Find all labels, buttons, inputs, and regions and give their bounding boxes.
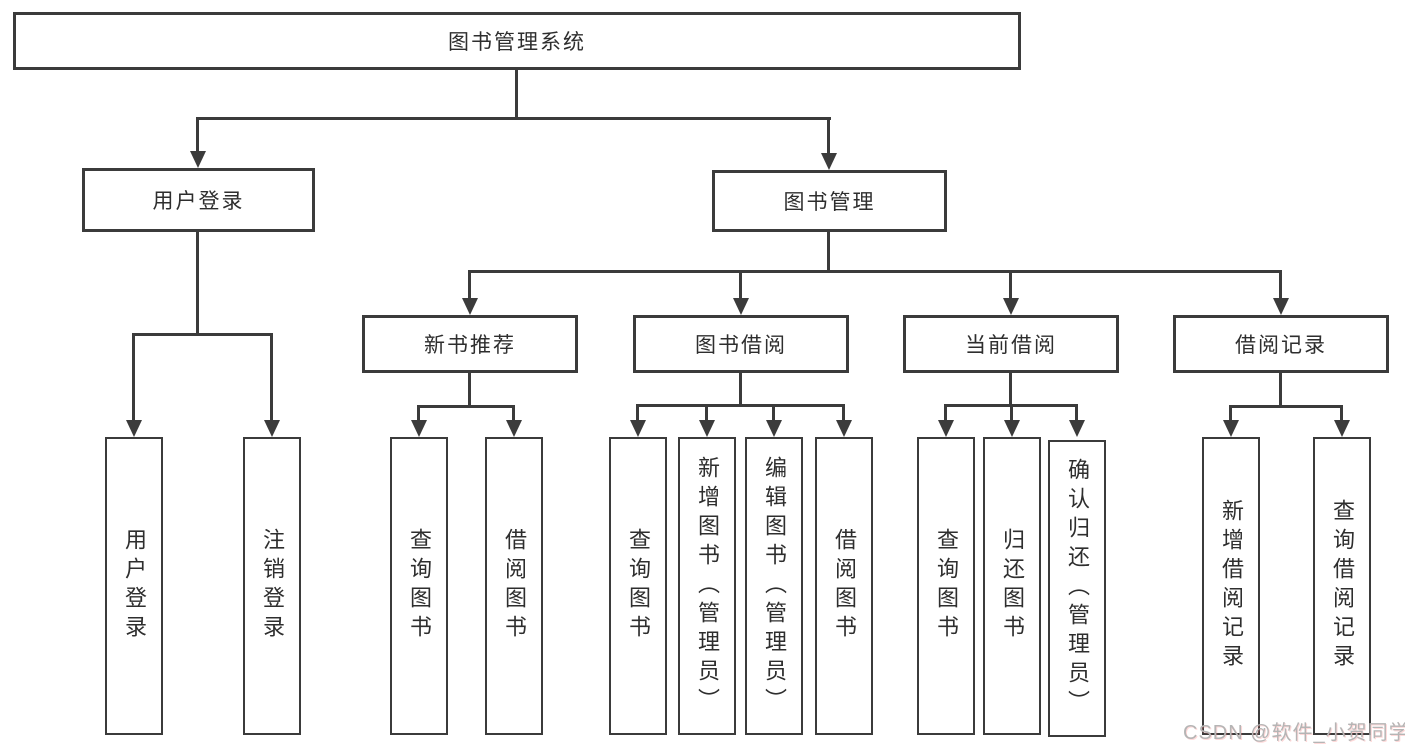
leaf-return-books: 归还图书 <box>983 437 1041 735</box>
connector-drop <box>417 405 420 423</box>
arrow-down-icon <box>264 420 280 437</box>
connector-drop-current-borrowing <box>1009 270 1012 303</box>
leaf-query-books-recommend: 查询图书 <box>390 437 448 735</box>
arrow-down-icon <box>462 298 478 315</box>
arrow-down-icon <box>733 298 749 315</box>
connector-drop-user-login <box>196 117 199 155</box>
connector-borrowing-records-bus <box>1229 405 1343 408</box>
leaf-query-books-current: 查询图书 <box>917 437 975 735</box>
csdn-watermark: CSDN @软件_小贺同学 <box>1183 722 1405 744</box>
leaf-borrow-books-borrowing: 借阅图书 <box>815 437 873 735</box>
connector-drop <box>1075 404 1078 423</box>
connector-user-login-stem <box>196 232 199 336</box>
node-current-borrowing: 当前借阅 <box>903 315 1119 373</box>
arrow-down-icon <box>1069 420 1085 437</box>
connector-drop <box>1229 405 1232 423</box>
connector-book-management-stem <box>827 232 830 273</box>
connector-drop <box>944 404 947 423</box>
connector-book-borrowing-bus <box>636 404 845 407</box>
node-book-management: 图书管理 <box>712 170 947 232</box>
connector-drop <box>1010 404 1013 423</box>
arrow-down-icon <box>1004 420 1020 437</box>
leaf-user-login: 用户登录 <box>105 437 163 735</box>
arrow-down-icon <box>766 420 782 437</box>
connector-drop-leaf-logout <box>270 333 273 425</box>
leaf-edit-books-admin: 编辑图书（管理员） <box>745 437 803 735</box>
arrow-down-icon <box>190 151 206 168</box>
arrow-down-icon <box>126 420 142 437</box>
connector-drop-leaf-user-login <box>132 333 135 425</box>
arrow-down-icon <box>411 420 427 437</box>
connector-root-stem <box>515 70 518 118</box>
connector-drop-book-management <box>827 117 830 157</box>
connector-drop <box>705 404 708 423</box>
arrow-down-icon <box>630 420 646 437</box>
node-user-login: 用户登录 <box>82 168 315 232</box>
connector-drop-borrowing-records <box>1279 270 1282 303</box>
node-book-borrowing: 图书借阅 <box>633 315 849 373</box>
leaf-borrow-books-recommend: 借阅图书 <box>485 437 543 735</box>
node-new-book-recommend: 新书推荐 <box>362 315 578 373</box>
node-library-system: 图书管理系统 <box>13 12 1021 70</box>
connector-user-login-bus <box>132 333 273 336</box>
leaf-logout: 注销登录 <box>243 437 301 735</box>
arrow-down-icon <box>821 153 837 170</box>
arrow-down-icon <box>1273 298 1289 315</box>
connector-book-management-bus <box>468 270 1282 273</box>
connector-current-borrowing-stem <box>1009 373 1012 407</box>
connector-book-borrowing-stem <box>739 373 742 407</box>
connector-borrowing-records-stem <box>1279 373 1282 408</box>
connector-drop <box>512 405 515 423</box>
arrow-down-icon <box>938 420 954 437</box>
connector-drop <box>842 404 845 423</box>
arrow-down-icon <box>836 420 852 437</box>
connector-new-book-stem <box>468 373 471 408</box>
leaf-add-borrowing-record: 新增借阅记录 <box>1202 437 1260 735</box>
leaf-query-borrowing-record: 查询借阅记录 <box>1313 437 1371 735</box>
arrow-down-icon <box>1334 420 1350 437</box>
connector-drop-new-book-recommend <box>468 270 471 303</box>
connector-drop <box>636 404 639 423</box>
connector-new-book-bus <box>417 405 515 408</box>
connector-root-bus <box>196 117 831 120</box>
leaf-add-books-admin: 新增图书（管理员） <box>678 437 736 735</box>
leaf-query-books-borrowing: 查询图书 <box>609 437 667 735</box>
arrow-down-icon <box>506 420 522 437</box>
arrow-down-icon <box>699 420 715 437</box>
arrow-down-icon <box>1003 298 1019 315</box>
node-borrowing-records: 借阅记录 <box>1173 315 1389 373</box>
arrow-down-icon <box>1223 420 1239 437</box>
leaf-confirm-return-admin: 确认归还（管理员） <box>1048 440 1106 737</box>
connector-drop <box>1340 405 1343 423</box>
connector-drop-book-borrowing <box>739 270 742 303</box>
connector-drop <box>772 404 775 423</box>
